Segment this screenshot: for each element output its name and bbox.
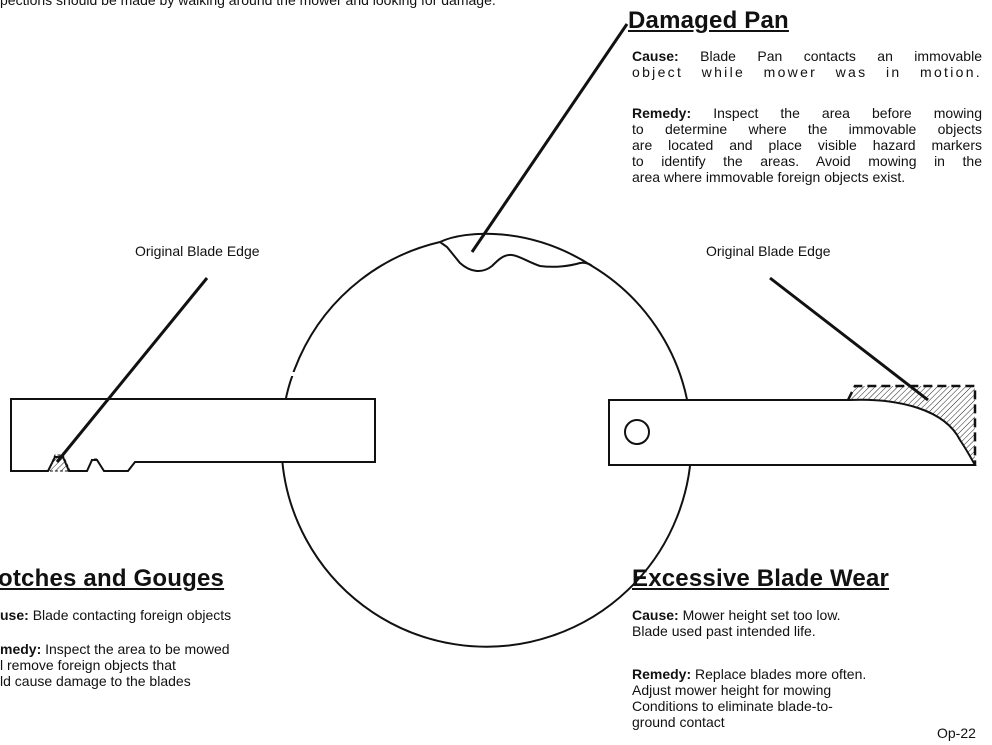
blade-wear-cause-label: Cause:	[632, 607, 679, 623]
page-number: Op-22	[937, 725, 976, 741]
worn-blade	[608, 276, 977, 466]
original-blade-edge-dashed	[846, 384, 977, 465]
notched-blade	[0, 277, 376, 472]
blade-wear-heading: Excessive Blade Wear	[632, 565, 890, 592]
blade-wear-remedy-line2: Adjust mower height for mowing	[632, 682, 832, 698]
notches-remedy-line3: ld cause damage to the blades	[0, 673, 191, 689]
notches-cause-text: Blade contacting foreign objects	[32, 607, 232, 623]
blade-wear-remedy-label: Remedy:	[632, 666, 692, 682]
damaged-pan-remedy-label: Remedy:	[632, 105, 692, 121]
notches-cause-label: use:	[0, 607, 29, 623]
blade-wear-remedy: Remedy: Replace blades more often. Adjus…	[632, 666, 866, 730]
damaged-pan-remedy-line5: area where immovable foreign objects exi…	[632, 169, 906, 185]
right-callout-label: Original Blade Edge	[706, 243, 831, 259]
blade-wear-remedy-line3: Conditions to eliminate blade-to-	[632, 698, 833, 714]
notch-original-edge	[86, 458, 105, 472]
top-intro-text: pections should be made by walking aroun…	[0, 0, 496, 8]
left-callout-label: Original Blade Edge	[135, 243, 260, 259]
blade-pan-outline	[280, 232, 693, 648]
blade-wear-remedy-line1: Replace blades more often.	[695, 666, 867, 682]
damaged-pan-remedy-line1: Inspect the area before mowing	[713, 105, 982, 121]
blade-mounting-hole	[624, 419, 650, 445]
blade-wear-remedy-line4: ground contact	[632, 714, 725, 730]
wear-hatched-area	[850, 386, 975, 465]
notches-heading: otches and Gouges	[0, 565, 225, 592]
blade-wear-cause: Cause: Mower height set too low. Blade u…	[632, 607, 841, 639]
damaged-pan-cause-label: Cause:	[632, 48, 679, 64]
notches-remedy-line1: Inspect the area to be mowed	[45, 641, 230, 657]
worn-blade-outline	[608, 398, 977, 466]
notches-remedy: medy: Inspect the area to be mowed l rem…	[0, 641, 230, 689]
damaged-pan-remedy-line2: to determine where the immovable objects	[632, 121, 982, 137]
damaged-pan-cause-line1: Blade Pan contacts an immovable	[700, 48, 982, 64]
damaged-pan-remedy: Remedy: Inspect the area before mowing t…	[632, 105, 982, 185]
blade-wear-cause-line2: Blade used past intended life.	[632, 623, 816, 639]
notches-remedy-label: medy:	[0, 641, 42, 657]
damaged-pan-cause-line2: object while mower was in motion.	[632, 64, 982, 80]
damaged-pan-heading: Damaged Pan	[628, 7, 789, 34]
damaged-pan-cause: Cause: Blade Pan contacts an immovable o…	[632, 48, 982, 80]
right-callout-leader	[769, 276, 929, 402]
blade-wear-cause-line1: Mower height set too low.	[682, 607, 841, 623]
notches-remedy-line2: l remove foreign objects that	[0, 657, 176, 673]
damaged-pan-remedy-line4: to identify the areas. Avoid mowing in t…	[632, 153, 982, 169]
damaged-pan-leader	[470, 23, 629, 253]
damaged-pan-remedy-line3: are located and place visible hazard mar…	[632, 137, 982, 153]
left-callout-leader	[55, 277, 209, 463]
notches-cause: use: Blade contacting foreign objects	[0, 607, 231, 623]
